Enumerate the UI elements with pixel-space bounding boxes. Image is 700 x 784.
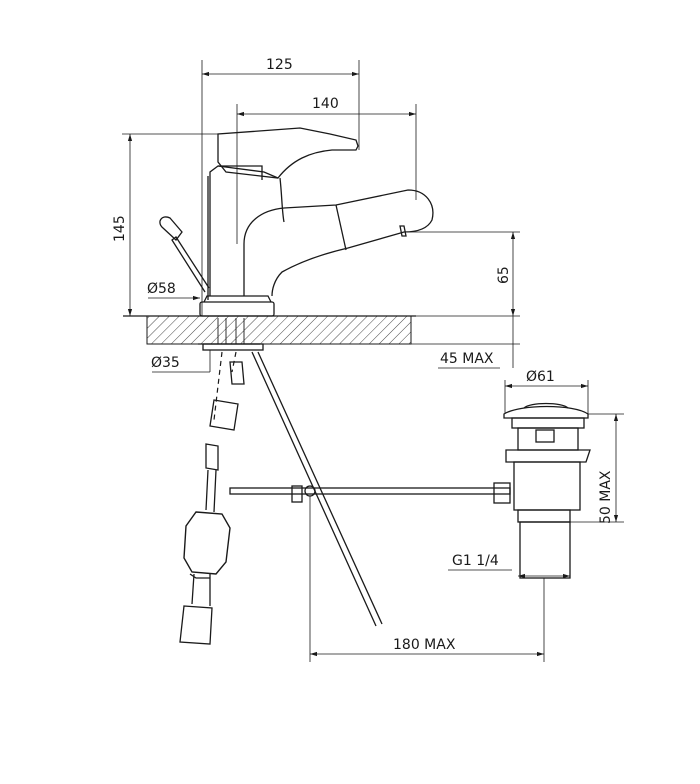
dim-145: 145 (112, 215, 128, 242)
dim-dia58: Ø58 (147, 281, 176, 297)
dim-65: 65 (496, 266, 512, 284)
dimension-labels: 125 140 145 65 Ø58 Ø35 45 MAX Ø61 50 MAX… (112, 57, 614, 653)
dim-50-max: 50 MAX (598, 470, 614, 524)
dim-dia61: Ø61 (526, 369, 555, 385)
dim-dia35: Ø35 (151, 355, 180, 371)
countertop (123, 315, 416, 345)
popup-waste (503, 402, 591, 579)
dim-45-max: 45 MAX (440, 351, 494, 367)
dim-125: 125 (266, 57, 293, 73)
dim-180-max: 180 MAX (393, 637, 456, 653)
faucet-body (159, 127, 434, 317)
faucet-underside (179, 318, 264, 645)
dimension-lines (122, 60, 624, 662)
dim-thread-g1-1-4: G1 1/4 (452, 553, 499, 569)
dim-140: 140 (312, 96, 339, 112)
popup-linkage (229, 351, 511, 627)
